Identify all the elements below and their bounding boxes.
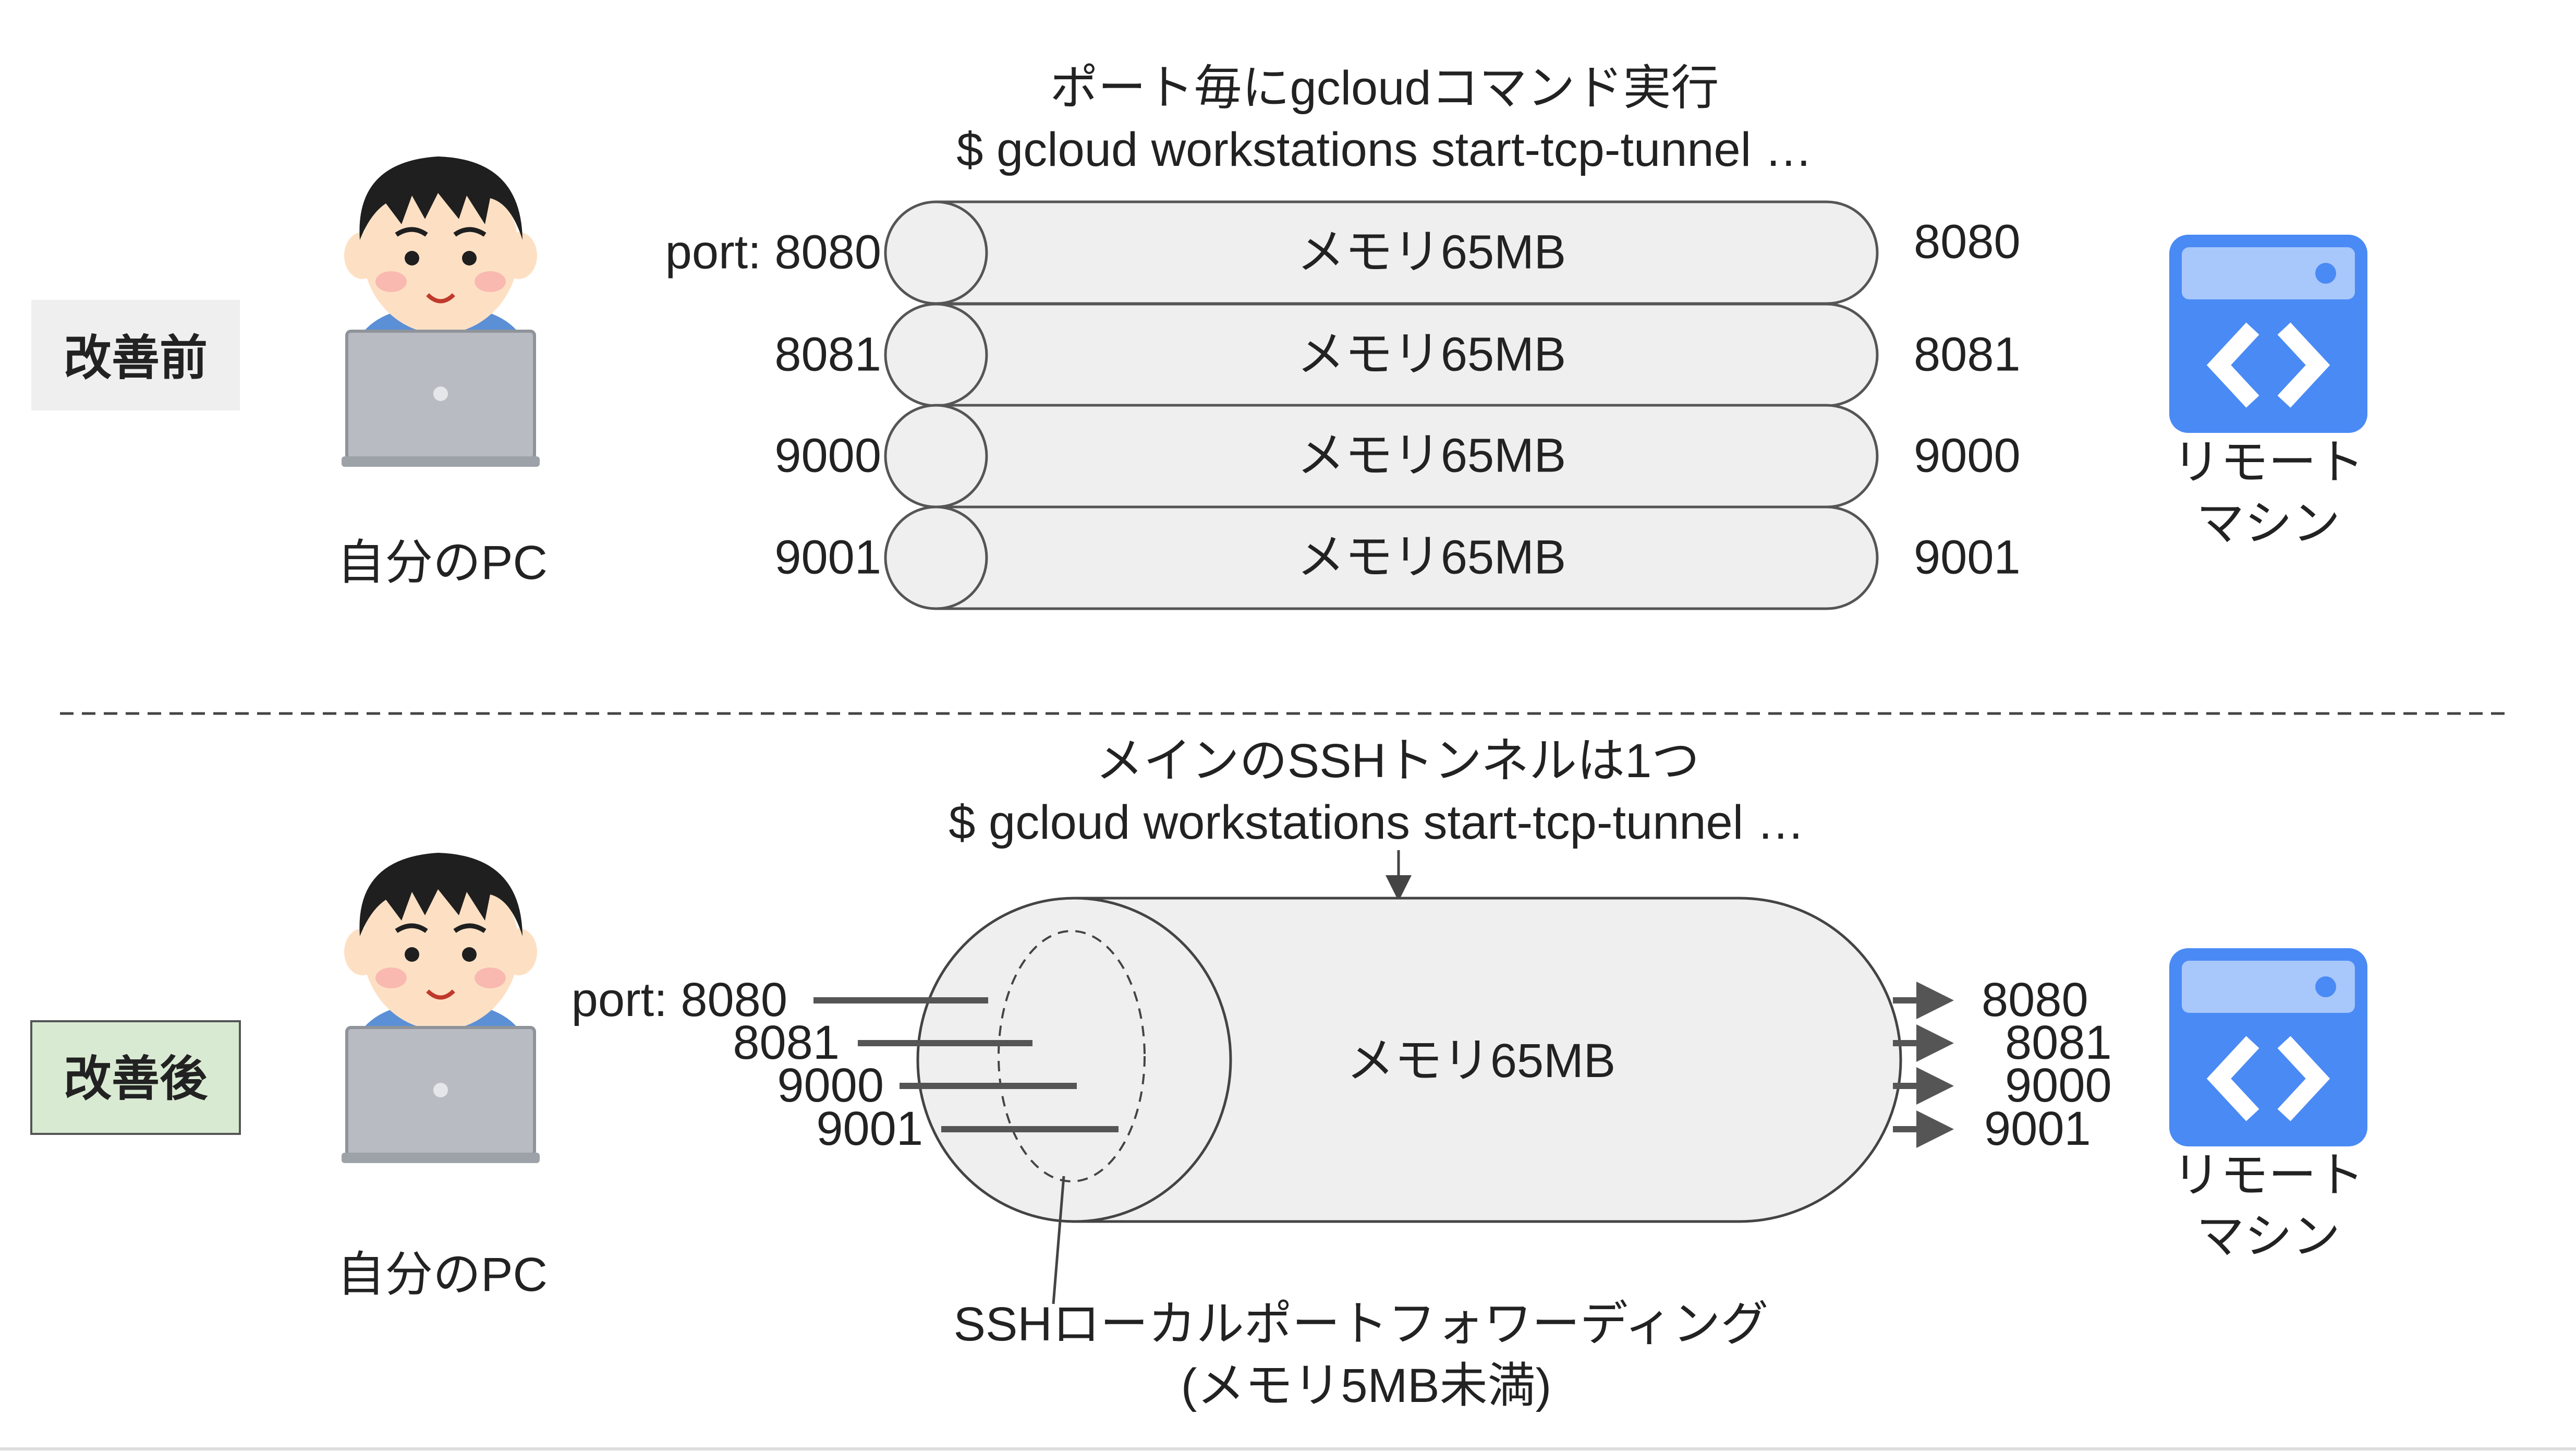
tunnel-end [884,404,988,509]
tunnel-local-port: 9001 [774,531,881,584]
heading-after-line1: メインのSSHトンネルは1つ [1096,734,1700,788]
tunnel-remote-port: 9001 [1914,531,2021,584]
pc-label-before: 自分のPC [337,536,548,589]
heading-before-line1: ポート毎にgcloudコマンド実行 [1050,62,1719,115]
badge-after [30,1020,241,1135]
remote-label-before-line2: マシン [2196,497,2340,550]
tunnel-local-port: 9000 [774,429,881,482]
tunnel-end [884,303,988,407]
tunnel-end [884,200,988,305]
person-with-laptop-icon [342,156,540,467]
remote-machine-code-icon [2169,235,2367,433]
ssh-tunnel-end [916,897,1232,1223]
remote-machine-code-icon [2169,948,2367,1146]
forward-label-line1: SSHローカルポートフォワーディング [954,1298,1769,1351]
local-port-label: 9000 [777,1059,884,1112]
tunnel-memory: メモリ65MB [1297,226,1566,279]
local-port-label: 9001 [816,1102,923,1155]
remote-port-label: 9001 [1984,1102,2091,1155]
port-forwarding-zone [998,930,1146,1182]
remote-port-label: 8080 [1982,973,2088,1026]
tunnel-end [884,505,988,610]
tunnel-local-port: 8081 [774,328,881,381]
remote-label-after-line2: マシン [2196,1210,2340,1263]
person-with-laptop-icon [342,853,540,1163]
tunnel-remote-port: 9000 [1914,429,2021,482]
tunnel-local-port: port: 8080 [665,226,881,279]
remote-port-label: 9000 [2005,1059,2112,1112]
tunnel-memory: メモリ65MB [1297,429,1566,482]
tunnel-body [934,404,1879,509]
heading-before-line2: $ gcloud workstations start-tcp-tunnel … [956,123,1812,176]
tunnel-remote-port: 8081 [1914,328,2021,381]
remote-port-label: 8081 [2005,1016,2112,1069]
local-port-label: port: 8080 [572,973,787,1026]
remote-label-after-line1: リモート [2172,1149,2364,1202]
tunnel-body [934,505,1879,610]
heading-after-line2: $ gcloud workstations start-tcp-tunnel … [949,796,1804,849]
badge-before-label: 改善前 [64,332,208,385]
tunnel-body [934,200,1879,305]
ssh-tunnel-memory: メモリ65MB [1346,1034,1615,1087]
tunnel-memory: メモリ65MB [1297,328,1566,381]
forward-label-line2: (メモリ5MB未満) [1181,1359,1551,1412]
tunnel-group-before: port: 8080 メモリ65MB 8080 8081 メモリ65MB 8081 9000… [665,200,2021,610]
remote-label-before-line1: リモート [2172,436,2364,489]
pc-label-after: 自分のPC [337,1248,548,1301]
badge-after-label: 改善後 [64,1053,208,1106]
tunnel-body [934,303,1879,407]
local-port-label: 8081 [733,1016,840,1069]
ssh-tunnel-body [1073,897,1902,1223]
tunnel-remote-port: 8080 [1914,215,2021,269]
badge-before [31,300,240,410]
tunnel-memory: メモリ65MB [1297,531,1566,584]
forward-pointer-line [1052,1176,1065,1304]
